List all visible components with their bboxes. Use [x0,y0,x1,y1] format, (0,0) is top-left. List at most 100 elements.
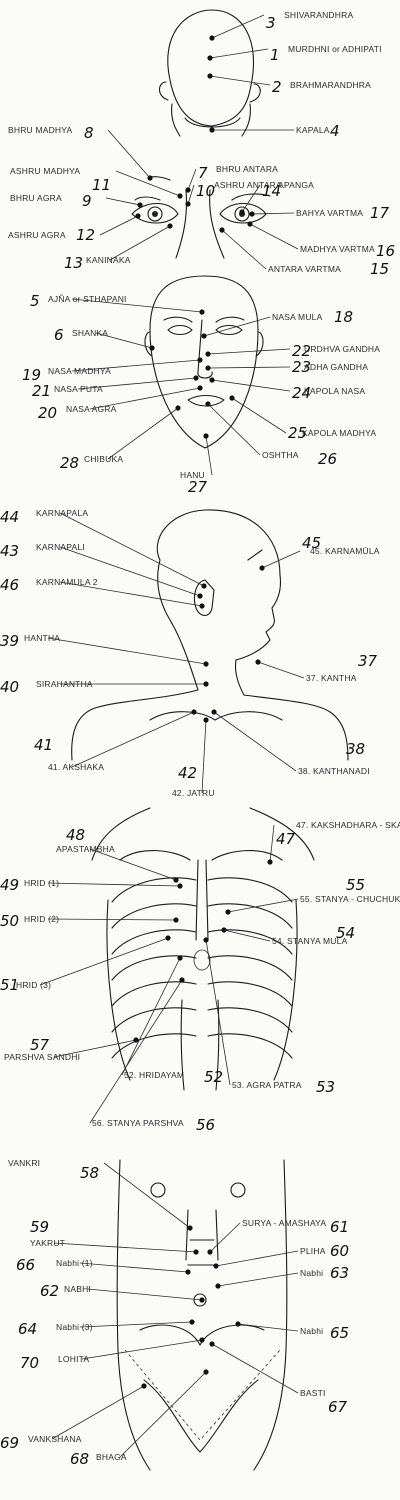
leader-line [221,229,267,270]
point-dot [197,357,203,363]
point-label: MADHYA VARTMA [300,244,375,254]
point-dot [239,209,245,215]
point-dot [197,385,203,391]
point-label: KAPOLA NASA [304,386,365,396]
point-label: 52. HRIDAYAM [124,1070,184,1080]
point-number: 40 [0,678,19,696]
point-number: 10 [196,182,215,200]
leader-line [71,298,203,313]
point-number: 66 [16,1256,35,1274]
point-label: NASA PUTA [54,384,103,394]
point-dot [221,927,227,933]
point-number: 53 [316,1078,335,1096]
point-label: BHRU AGRA [10,193,62,203]
leader-line [105,197,141,206]
point-number: 45 [302,534,321,552]
point-dot [235,1321,241,1327]
point-label: 42. JATRU [172,788,215,798]
point-dot [203,661,209,667]
leader-line [59,581,203,607]
leader-line [39,937,169,986]
point-number: 64 [18,1320,37,1338]
leader-line [201,719,207,794]
point-label: LOHITA [58,1354,89,1364]
point-number: 22 [292,342,311,360]
point-dot [197,593,203,599]
leader-line [59,546,201,597]
point-dot [205,401,211,407]
point-dot [193,1249,199,1255]
point-label: HRID (1) [24,878,59,888]
point-number: 47 [276,830,296,848]
leader-line [121,957,181,1076]
point-number: 39 [0,632,19,650]
point-dot [209,127,215,133]
point-number: 2 [272,78,282,96]
rib [207,1033,293,1059]
point-dot [177,193,183,199]
point-dot [247,221,253,227]
point-dot [185,1269,191,1275]
leader-line [207,366,291,369]
point-number: 15 [370,260,389,278]
point-number: 42 [178,764,197,782]
point-number: 58 [80,1164,99,1182]
point-number: 48 [66,826,85,844]
point-dot [201,333,207,339]
point-dot [185,187,191,193]
point-label: KARNAPALI [36,542,85,552]
point-number: 21 [32,382,51,400]
leader-line [79,1262,189,1273]
leader-line [257,661,305,679]
leader-line [81,1339,203,1360]
point-label: AJÑA or STHAPANI [48,294,127,304]
leader-line [207,403,261,456]
point-dot [141,1383,147,1389]
leader-line [209,75,271,86]
point-dot [203,433,209,439]
point-number: 6 [54,326,64,344]
point-dot [185,201,191,207]
leader-line [211,379,291,392]
leader-line [205,939,231,1086]
leader-line [71,711,195,768]
leader-line [71,359,201,372]
head-top-drawing [158,9,261,137]
point-label: APANGA [278,180,314,190]
point-label: YAKRUT [30,1238,65,1248]
point-label: URDHVA GANDHA [304,344,380,354]
leader-line [53,1039,137,1058]
point-label: PARSHVA SANDHI [4,1052,80,1062]
point-dot [209,35,215,41]
point-number: 8 [84,124,94,142]
point-number: 5 [30,292,40,310]
point-label: ASHRU MADHYA [10,166,80,176]
leader-line [223,929,271,942]
point-label: KANINAKA [86,255,131,265]
rib [111,929,197,955]
point-dot [203,937,209,943]
point-label: HRID (2) [24,914,59,924]
point-number: 11 [92,176,111,194]
point-dot [209,377,215,383]
point-dot [149,345,155,351]
leader-line [89,848,177,881]
marma-point-5: 5 AJÑA or STHAPANI [30,292,205,315]
leader-line [249,223,299,250]
point-number: 14 [262,182,281,200]
